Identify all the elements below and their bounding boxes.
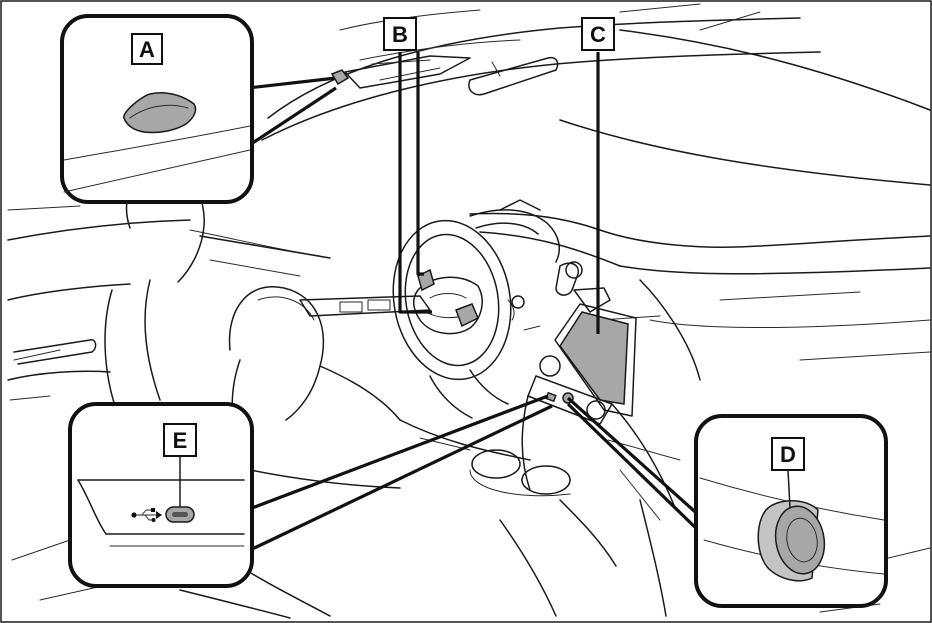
callout-d: D	[694, 414, 888, 608]
svg-text:A: A	[139, 37, 155, 62]
svg-text:E: E	[173, 428, 188, 453]
callout-e: E	[68, 402, 254, 588]
label-e: E	[163, 423, 197, 457]
label-b: B	[383, 17, 417, 51]
roof-lamp-marker	[330, 69, 350, 86]
usb-symbol-icon	[131, 508, 162, 522]
label-a: A	[131, 33, 163, 65]
dial-knob	[757, 500, 826, 582]
callout-leaders	[245, 52, 704, 554]
svg-text:B: B	[392, 22, 408, 47]
interior-line-art	[7, 3, 931, 619]
label-c: C	[581, 17, 615, 51]
label-d: D	[771, 437, 805, 471]
svg-text:D: D	[780, 442, 796, 467]
svg-text:C: C	[590, 22, 606, 47]
roof-lamp-highlight	[123, 92, 197, 134]
callout-a: A	[60, 14, 254, 204]
